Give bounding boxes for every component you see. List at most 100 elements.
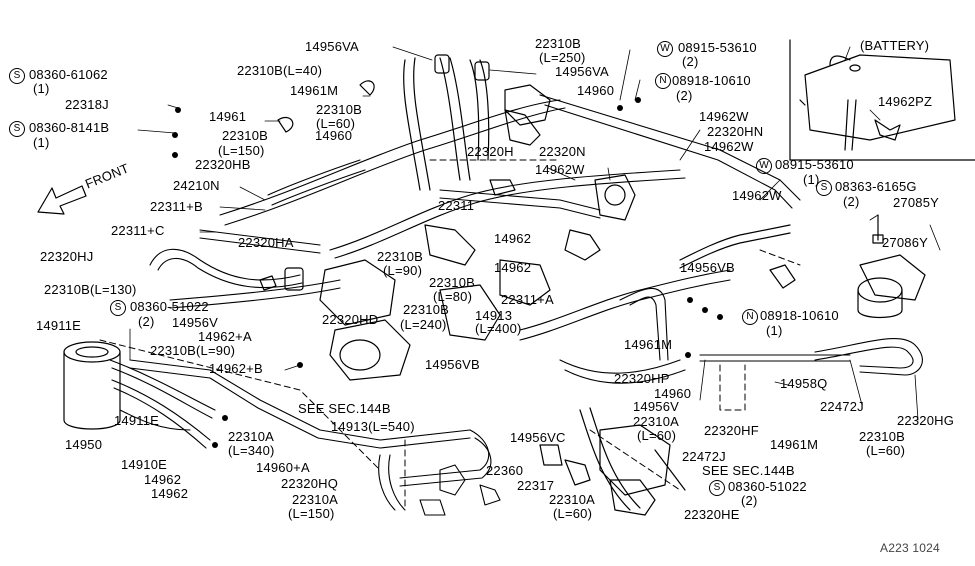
part-label-22311-c: 22311+C [111, 223, 165, 238]
part-label-22320hf: 22320HF [704, 423, 759, 438]
part-label-22320hj: 22320HJ [40, 249, 94, 264]
part-label-08918-10610: 08918-10610 [760, 308, 839, 323]
part-label-22310a: 22310A [228, 429, 275, 444]
battery-icon [799, 54, 956, 151]
part-label-14961m: 14961M [770, 437, 819, 452]
screw-marker-icon: S [9, 121, 25, 137]
part-label-qty: (1) [33, 135, 50, 150]
part-label-qty: (2) [138, 314, 155, 329]
part-label-14956vb: 14956VB [680, 260, 735, 275]
see-section-note: SEE SEC.144B [702, 463, 795, 478]
part-label-22310b: 22310B [859, 429, 906, 444]
part-label-14962w: 14962W [535, 162, 585, 177]
part-label-14910e: 14910E [121, 457, 168, 472]
part-label-22472j: 22472J [820, 399, 864, 414]
part-label-qty: (1) [803, 172, 820, 187]
part-label-22310b: 22310B [316, 102, 363, 117]
part-label-22320hg: 22320HG [897, 413, 955, 428]
part-label-qty: (1) [33, 81, 50, 96]
part-label-22320hd: 22320HD [322, 312, 379, 327]
part-label-08360-51022: 08360-51022 [728, 479, 807, 494]
part-label-14962: 14962 [144, 472, 182, 487]
part-label-22310b: 22310B [429, 275, 476, 290]
part-label-08915-53610: 08915-53610 [678, 40, 757, 55]
right-pipes [519, 269, 923, 384]
part-label-22472j: 22472J [682, 449, 726, 464]
part-label-14956v: 14956V [633, 399, 680, 414]
part-label-14962: 14962 [494, 260, 532, 275]
part-label-08915-53610: 08915-53610 [775, 157, 854, 172]
part-label-14961: 14961 [209, 109, 247, 124]
diagram-reference-code: A223 1024 [880, 541, 940, 555]
part-label-22310b-l130: 22310B(L=130) [44, 282, 137, 297]
right-canister [857, 214, 926, 319]
part-label-22310b: 22310B [222, 128, 269, 143]
part-label-22310b-l40: 22310B(L=40) [237, 63, 323, 78]
part-label-length: (L=150) [218, 143, 265, 158]
part-label-27085y: 27085Y [893, 195, 940, 210]
part-label-length: (L=60) [866, 443, 906, 458]
part-label-08360-8141b: 08360-8141B [29, 120, 110, 135]
part-label-22360: 22360 [486, 463, 524, 478]
fittings [172, 97, 723, 448]
part-label-14958q: 14958Q [780, 376, 828, 391]
part-label-27086y: 27086Y [882, 235, 929, 250]
part-label-22310a: 22310A [633, 414, 680, 429]
part-label-22311-a: 22311+A [501, 292, 554, 307]
part-label-14960: 14960 [654, 386, 692, 401]
part-label-14962w: 14962W [704, 139, 754, 154]
part-label-14962-a: 14962+A [198, 329, 252, 344]
part-label-14962: 14962 [494, 231, 532, 246]
part-label-14911e: 14911E [36, 318, 82, 333]
part-label-22310b: 22310B [377, 249, 424, 264]
part-label-22320h: 22320H [467, 144, 514, 159]
part-label-length: (L=90) [383, 263, 423, 278]
leader-lines [129, 46, 941, 421]
part-label-length: (L=60) [637, 428, 677, 443]
part-label-14950: 14950 [65, 437, 103, 452]
part-label-14956vb: 14956VB [425, 357, 480, 372]
part-label-22311-b: 22311+B [150, 199, 203, 214]
part-label-22320hb: 22320HB [195, 157, 251, 172]
lower-left-hoses [109, 359, 501, 516]
part-label-08918-10610: 08918-10610 [672, 73, 751, 88]
part-label-22320ha: 22320HA [238, 235, 294, 250]
part-label-14956va: 14956VA [555, 64, 609, 79]
part-label-22311: 22311 [438, 198, 475, 213]
part-label-14962w: 14962W [699, 109, 749, 124]
part-label-length: (L=400) [475, 321, 522, 336]
part-label-08360-51022: 08360-51022 [130, 299, 209, 314]
part-label-14962pz: 14962PZ [878, 94, 933, 109]
part-label-length: (L=60) [316, 116, 356, 131]
part-label-14960: 14960 [577, 83, 615, 98]
see-section-note: SEE SEC.144B [298, 401, 391, 416]
washer-marker-icon: W [657, 41, 673, 57]
washer-marker-icon: W [756, 158, 772, 174]
part-label-14956vc: 14956VC [510, 430, 566, 445]
part-label-22320hp: 22320HP [614, 371, 670, 386]
part-label-22320hq: 22320HQ [281, 476, 339, 491]
part-label-22320he: 22320HE [684, 507, 740, 522]
screw-marker-icon: S [9, 68, 25, 84]
part-label-14962-b: 14962+B [209, 361, 263, 376]
nut-marker-icon: N [742, 309, 758, 325]
part-label-qty: (2) [843, 194, 860, 209]
part-label-length: (L=80) [433, 289, 473, 304]
part-label-14960-a: 14960+A [256, 460, 310, 475]
screw-marker-icon: S [709, 480, 725, 496]
center-components [259, 224, 551, 381]
upper-vertical-hoses [277, 54, 490, 191]
part-label-22310b: 22310B [403, 302, 450, 317]
part-label-qty: (1) [766, 323, 783, 338]
lower-right-devices [539, 224, 796, 516]
part-label-14911e: 14911E [114, 413, 160, 428]
front-arrow-icon [37, 185, 87, 215]
part-label-14961m: 14961M [290, 83, 339, 98]
part-label-14960: 14960 [315, 128, 353, 143]
part-label-length: (L=340) [228, 443, 275, 458]
upper-pipe-bundle [219, 94, 801, 259]
part-label-08360-61062: 08360-61062 [29, 67, 108, 82]
part-label-14913-l540: 14913(L=540) [331, 419, 415, 434]
part-label-14913: 14913 [475, 308, 513, 323]
